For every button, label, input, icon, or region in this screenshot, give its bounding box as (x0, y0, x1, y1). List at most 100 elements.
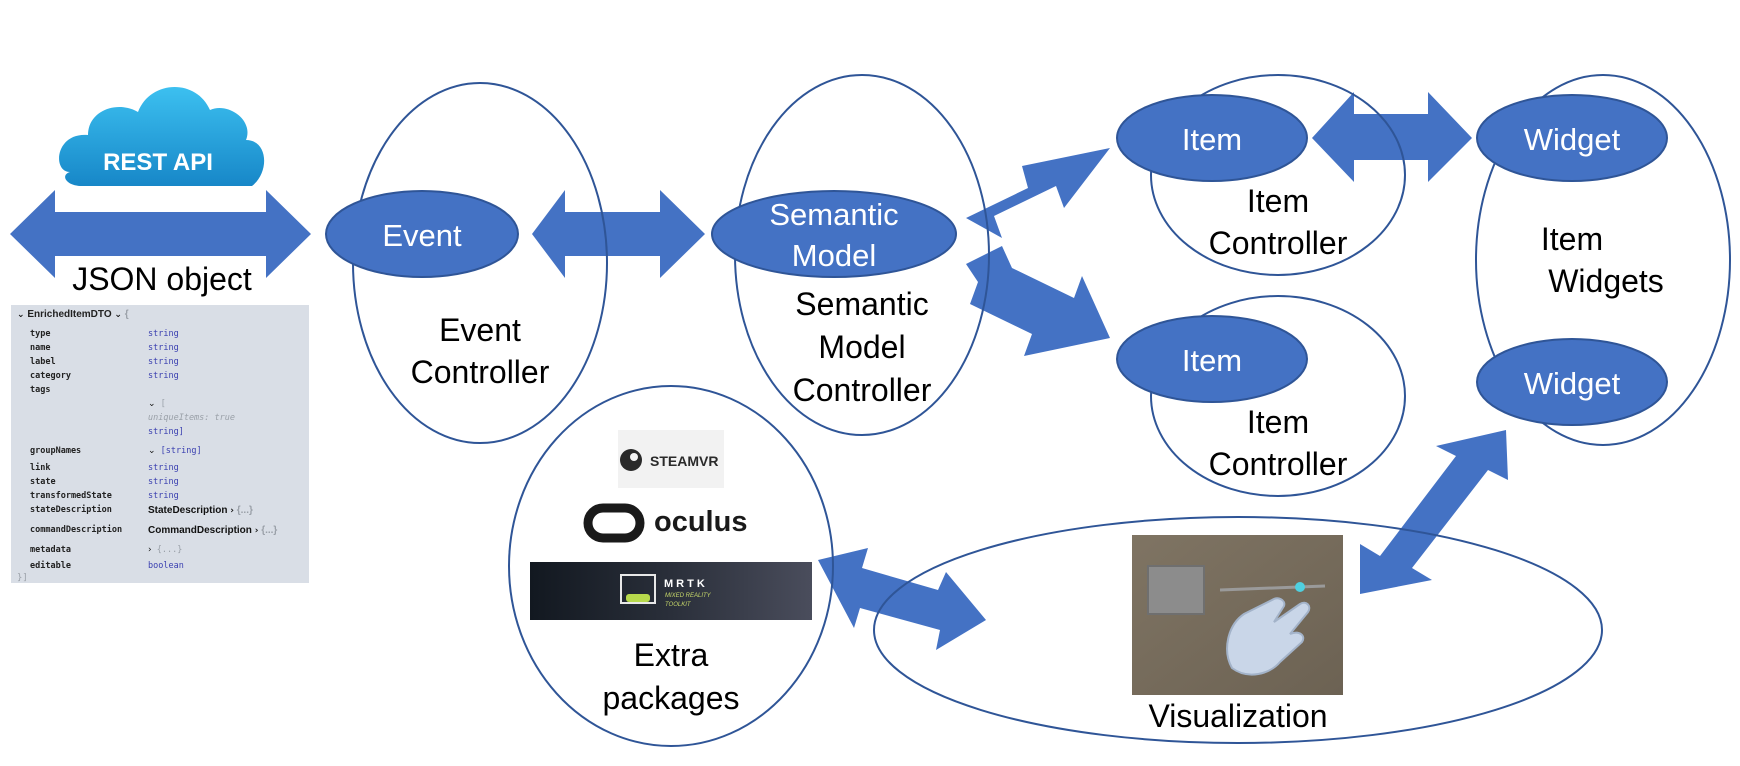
oculus-icon (583, 503, 645, 543)
visualization-boundary (873, 516, 1603, 744)
json-field-value-toggle[interactable]: StateDescription › {...} (148, 505, 253, 516)
extra-packages-label-2: packages (603, 680, 740, 716)
json-field-key: transformedState (30, 491, 112, 501)
json-object-label: JSON object (72, 261, 252, 297)
mrtk-text: MRTK (664, 578, 708, 590)
item-widget-double-arrow (1312, 92, 1472, 182)
mrtk-logo: MRTK MIXED REALITY TOOLKIT (530, 562, 812, 620)
json-tags-unique: uniqueItems: true (11, 413, 309, 427)
item-top-label: Item (1182, 122, 1242, 157)
json-tags-array: ⌄ [ (11, 399, 309, 413)
mrtk-sub-2: TOOLKIT (665, 602, 692, 608)
chevron-down-icon[interactable]: ⌄ (114, 310, 122, 320)
item-widgets-boundary (1475, 74, 1731, 446)
json-field-key: commandDescription (30, 525, 123, 535)
json-field-key: tags (30, 385, 51, 395)
semantic-model-controller-label-2: Model (818, 329, 905, 365)
json-field-row: metadata › {...} (11, 545, 309, 559)
oculus-logo: oculus (583, 503, 747, 543)
json-field-value: CommandDescription (148, 525, 252, 536)
mrtk-icon (620, 574, 656, 604)
widget-bottom-node (1476, 338, 1668, 426)
rest-api-cloud-icon: REST API (59, 86, 265, 186)
semantic-item-bottom-double-arrow (966, 246, 1110, 356)
json-field-row: groupNames ⌄ [string] (11, 446, 309, 460)
json-field-value: string (148, 329, 179, 339)
item-bottom-node (1116, 315, 1308, 403)
json-field-row: editable boolean (11, 561, 309, 575)
widget-bottom-label: Widget (1524, 366, 1621, 401)
hand-icon (1226, 597, 1311, 676)
json-schema-panel: ⌄ EnrichedItemDTO ⌄ { type string name s… (11, 305, 309, 583)
json-field-row: stateDescription StateDescription › {...… (11, 505, 309, 519)
json-field-row: link string (11, 463, 309, 477)
event-semantic-double-arrow (532, 190, 705, 278)
event-controller-label-1: Event (439, 312, 521, 348)
item-bottom-label: Item (1182, 343, 1242, 378)
chevron-right-icon[interactable]: › (148, 545, 152, 555)
visualization-screenshot (1132, 535, 1343, 695)
chevron-down-icon[interactable]: ⌄ (148, 446, 156, 456)
json-field-value: string (148, 491, 179, 501)
event-node-label: Event (382, 218, 462, 253)
mrtk-sub-1: MIXED REALITY (665, 593, 712, 599)
oculus-text: oculus (654, 506, 747, 538)
json-field-key: groupNames (30, 446, 82, 456)
chevron-down-icon[interactable]: ⌄ (148, 399, 156, 409)
json-field-value: string (148, 463, 179, 473)
json-tags-unique-text: uniqueItems: true (148, 413, 235, 423)
extra-packages-boundary (508, 385, 834, 747)
json-field-value: {...} (156, 545, 183, 555)
json-field-row: name string (11, 343, 309, 357)
json-field-value: string (148, 357, 179, 367)
rest-json-double-arrow (10, 190, 311, 278)
json-field-row: category string (11, 371, 309, 385)
steamvr-text: STEAMVR (650, 453, 718, 469)
json-field-row: commandDescription CommandDescription › … (11, 525, 309, 539)
json-field-key: label (30, 357, 56, 367)
item-controller-bottom-label-2: Controller (1209, 446, 1348, 482)
json-field-value: StateDescription (148, 505, 228, 516)
json-field-key: editable (30, 561, 71, 571)
extra-visualization-double-arrow (818, 548, 986, 650)
json-field-value: [string] (160, 446, 202, 456)
semantic-model-label-2: Model (792, 238, 876, 273)
widget-top-label: Widget (1524, 122, 1621, 157)
item-controller-top-boundary (1150, 74, 1406, 276)
widget-visualization-double-arrow (1360, 430, 1508, 594)
json-tags-type: string] (11, 427, 309, 441)
json-field-value-toggle[interactable]: ⌄ [string] (148, 446, 202, 456)
json-field-key: metadata (30, 545, 71, 555)
json-tags-toggle[interactable]: ⌄ [ (148, 399, 166, 409)
json-close-brace: }] (17, 573, 28, 583)
event-node (325, 190, 519, 278)
item-controller-bottom-boundary (1150, 295, 1406, 497)
item-widgets-label-2: Widgets (1548, 263, 1664, 299)
json-field-value-toggle[interactable]: › {...} (148, 545, 182, 555)
json-field-row: tags (11, 385, 309, 399)
arrows (10, 92, 1508, 650)
json-collapsed: {...} (261, 525, 278, 536)
json-field-row: type string (11, 329, 309, 343)
json-collapsed: {...} (236, 505, 253, 516)
item-controller-bottom-label-1: Item (1247, 404, 1309, 440)
json-field-value: string (148, 343, 179, 353)
steamvr-logo: STEAMVR (618, 430, 724, 488)
chevron-right-icon[interactable]: › (254, 526, 259, 536)
rest-api-label: REST API (103, 149, 213, 176)
item-top-node (1116, 94, 1308, 182)
extra-packages-label-1: Extra (634, 637, 709, 673)
json-tags-open: [ (160, 399, 166, 409)
json-field-key: type (30, 329, 51, 339)
visualization-label: Visualization (1148, 698, 1327, 734)
semantic-model-label-1: Semantic (769, 197, 898, 232)
json-field-value-toggle[interactable]: CommandDescription › {...} (148, 525, 277, 536)
chevron-right-icon[interactable]: › (230, 506, 234, 516)
chevron-down-icon[interactable]: ⌄ (17, 310, 25, 320)
json-field-value: string (148, 371, 179, 381)
json-field-row: label string (11, 357, 309, 371)
json-tags-type-text: string] (148, 427, 184, 437)
json-open-brace: { (124, 309, 129, 320)
json-field-row: state string (11, 477, 309, 491)
json-field-row: transformedState string (11, 491, 309, 505)
